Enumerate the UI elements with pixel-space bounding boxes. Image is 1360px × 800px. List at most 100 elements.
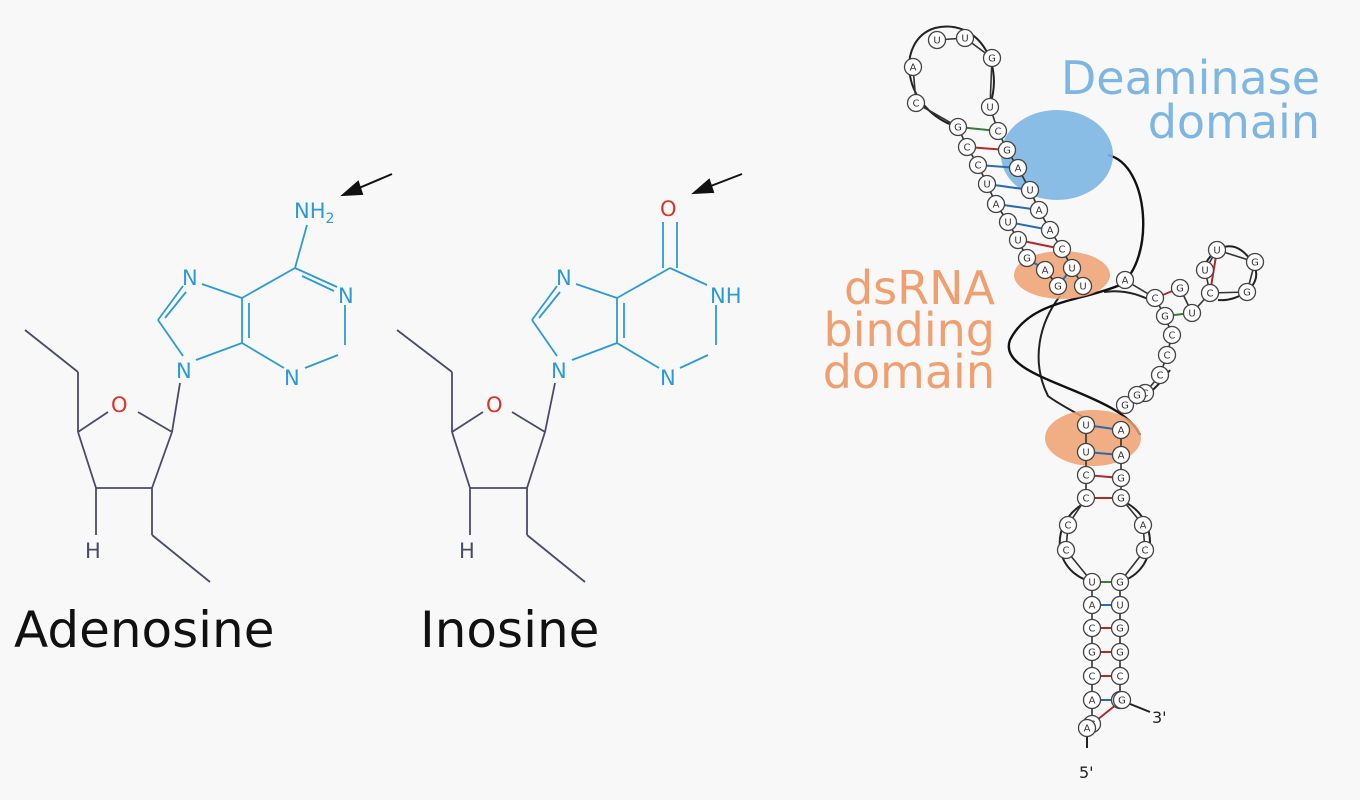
nucleotide: A <box>1029 200 1049 220</box>
nucleotide: C <box>1082 666 1102 686</box>
nucleotide: U <box>1076 442 1096 462</box>
nucleotide-circle <box>988 121 1008 141</box>
nucleotide-base-letter: C <box>1207 289 1214 300</box>
rna-hairpin: UUGACUGCCGCAUUAAUAUCGAUGUACGGUUUGCGCCCCG… <box>903 25 1265 782</box>
nucleotide-base-letter: G <box>1023 254 1031 265</box>
nucleotide: C <box>1135 540 1155 560</box>
nucleotide-circle <box>982 48 1002 68</box>
nucleotide: U <box>1008 230 1028 250</box>
nucleotide-circle <box>1150 365 1170 385</box>
nucleotide-circle <box>1048 276 1068 296</box>
nucleotide-base-letter: G <box>1117 474 1125 485</box>
nucleotide: G <box>1111 468 1131 488</box>
nucleotide: U <box>1207 240 1227 260</box>
nucleotide-base-letter: A <box>1118 451 1125 462</box>
nucleotide-base-letter: C <box>1063 546 1070 557</box>
nucleotide-base-letter: U <box>933 36 940 47</box>
nucleotide-circle <box>1127 385 1147 405</box>
nucleotide-circle <box>977 174 997 194</box>
adenosine-n7-label: N <box>182 266 198 290</box>
rna-5-prime-label: 5' <box>1079 763 1094 782</box>
nucleotide-base-letter: C <box>1142 546 1149 557</box>
nucleotide-base-letter: U <box>986 103 993 114</box>
nucleotide-base-letter: C <box>913 99 920 110</box>
nucleotide-circle <box>1135 540 1155 560</box>
inosine-nh-label: NH <box>710 284 742 308</box>
nucleotide: U <box>998 212 1018 232</box>
protein-linker <box>1007 153 1145 436</box>
nucleotide-base-letter: C <box>975 161 982 172</box>
nucleotide: G <box>1110 642 1130 662</box>
nucleotide: G <box>1110 572 1130 592</box>
nucleotide: U <box>1182 303 1202 323</box>
nucleotide-circle <box>1111 420 1131 440</box>
nucleotide-circle <box>1170 278 1190 298</box>
nucleotide-base-letter: A <box>1089 696 1096 707</box>
inosine-n7-label: N <box>556 266 572 290</box>
nucleotide: C <box>968 155 988 175</box>
inosine-purine-bonds <box>531 222 717 369</box>
nucleotide-base-letter: G <box>1116 578 1124 589</box>
nucleotide: C <box>1052 239 1072 259</box>
nucleotide-base-letter: C <box>1169 331 1176 342</box>
svg-text:dsRNA: dsRNA <box>844 261 996 315</box>
nucleotide-base-letter: C <box>1152 294 1159 305</box>
nucleotide-base-letter: U <box>1201 266 1208 277</box>
nucleotide-base-letter: C <box>964 143 971 154</box>
deaminase-domain-oval <box>1001 110 1113 200</box>
nucleotide: A <box>1008 158 1028 178</box>
nucleotide-circle <box>1207 240 1227 260</box>
nucleotide-circle <box>948 117 968 137</box>
nucleotide-circle <box>1076 465 1096 485</box>
nucleotide-base-letter: G <box>1133 391 1141 402</box>
nucleotide-base-letter: U <box>1068 264 1075 275</box>
nucleotide: G <box>1112 690 1132 710</box>
nucleotide-circle <box>1110 618 1130 638</box>
nucleotide-base-letter: G <box>1243 288 1251 299</box>
nucleotide: C <box>1056 540 1076 560</box>
nucleotide: A <box>1111 445 1131 465</box>
dsrna-binding-domain-label: dsRNA binding domain <box>823 261 996 399</box>
nucleotide-circle <box>1115 270 1135 290</box>
nucleotide-base-letter: A <box>1042 266 1049 277</box>
nucleotide-base-letter: G <box>1161 312 1169 323</box>
nucleotide: G <box>1110 618 1130 638</box>
nucleotide-base-letter: G <box>1003 146 1011 157</box>
nucleotide-base-letter: A <box>1122 276 1129 287</box>
nucleotide-circle <box>1052 239 1072 259</box>
adenosine-n3-label: N <box>284 366 300 390</box>
nucleotide-circle <box>1157 345 1177 365</box>
nucleotide: U <box>1076 415 1096 435</box>
nucleotide-circle <box>1195 260 1215 280</box>
nucleotide-circle <box>1110 572 1130 592</box>
nucleotide-circle <box>997 140 1017 160</box>
nucleotide-base-letter: C <box>1083 494 1090 505</box>
nucleotide-base-letter: U <box>1188 309 1195 320</box>
nucleotide: G <box>1155 306 1175 326</box>
nucleotide-base-letter: A <box>910 63 917 74</box>
inosine-n9-label: N <box>551 359 567 383</box>
nucleotide-base-letter: C <box>1164 351 1171 362</box>
adenosine-sugar-bonds <box>24 329 211 583</box>
nucleotide-base-letter: U <box>1116 601 1123 612</box>
nucleotide-base-letter: G <box>1251 258 1259 269</box>
nucleotide-circle <box>1111 445 1131 465</box>
nucleotide: U <box>1082 572 1102 592</box>
nucleotide-circle <box>1082 690 1102 710</box>
nucleotide: C <box>1200 283 1220 303</box>
nucleotide-circle <box>1110 595 1130 615</box>
nucleotide: A <box>1133 515 1153 535</box>
adenosine-title: Adenosine <box>14 601 275 659</box>
nucleotide-base-letter: G <box>1176 284 1184 295</box>
nucleotide-base-letter: A <box>1140 521 1147 532</box>
nucleotide: A <box>903 57 923 77</box>
nucleotide-circle <box>906 93 926 113</box>
adenosine-n1-label: N <box>338 284 354 308</box>
nucleotide: G <box>1082 642 1102 662</box>
nucleotide-base-letter: G <box>1116 648 1124 659</box>
nucleotide-circle <box>986 194 1006 214</box>
adenosine-nh2-label: NH2 <box>294 199 334 227</box>
nucleotide-base-letter: G <box>988 54 996 65</box>
